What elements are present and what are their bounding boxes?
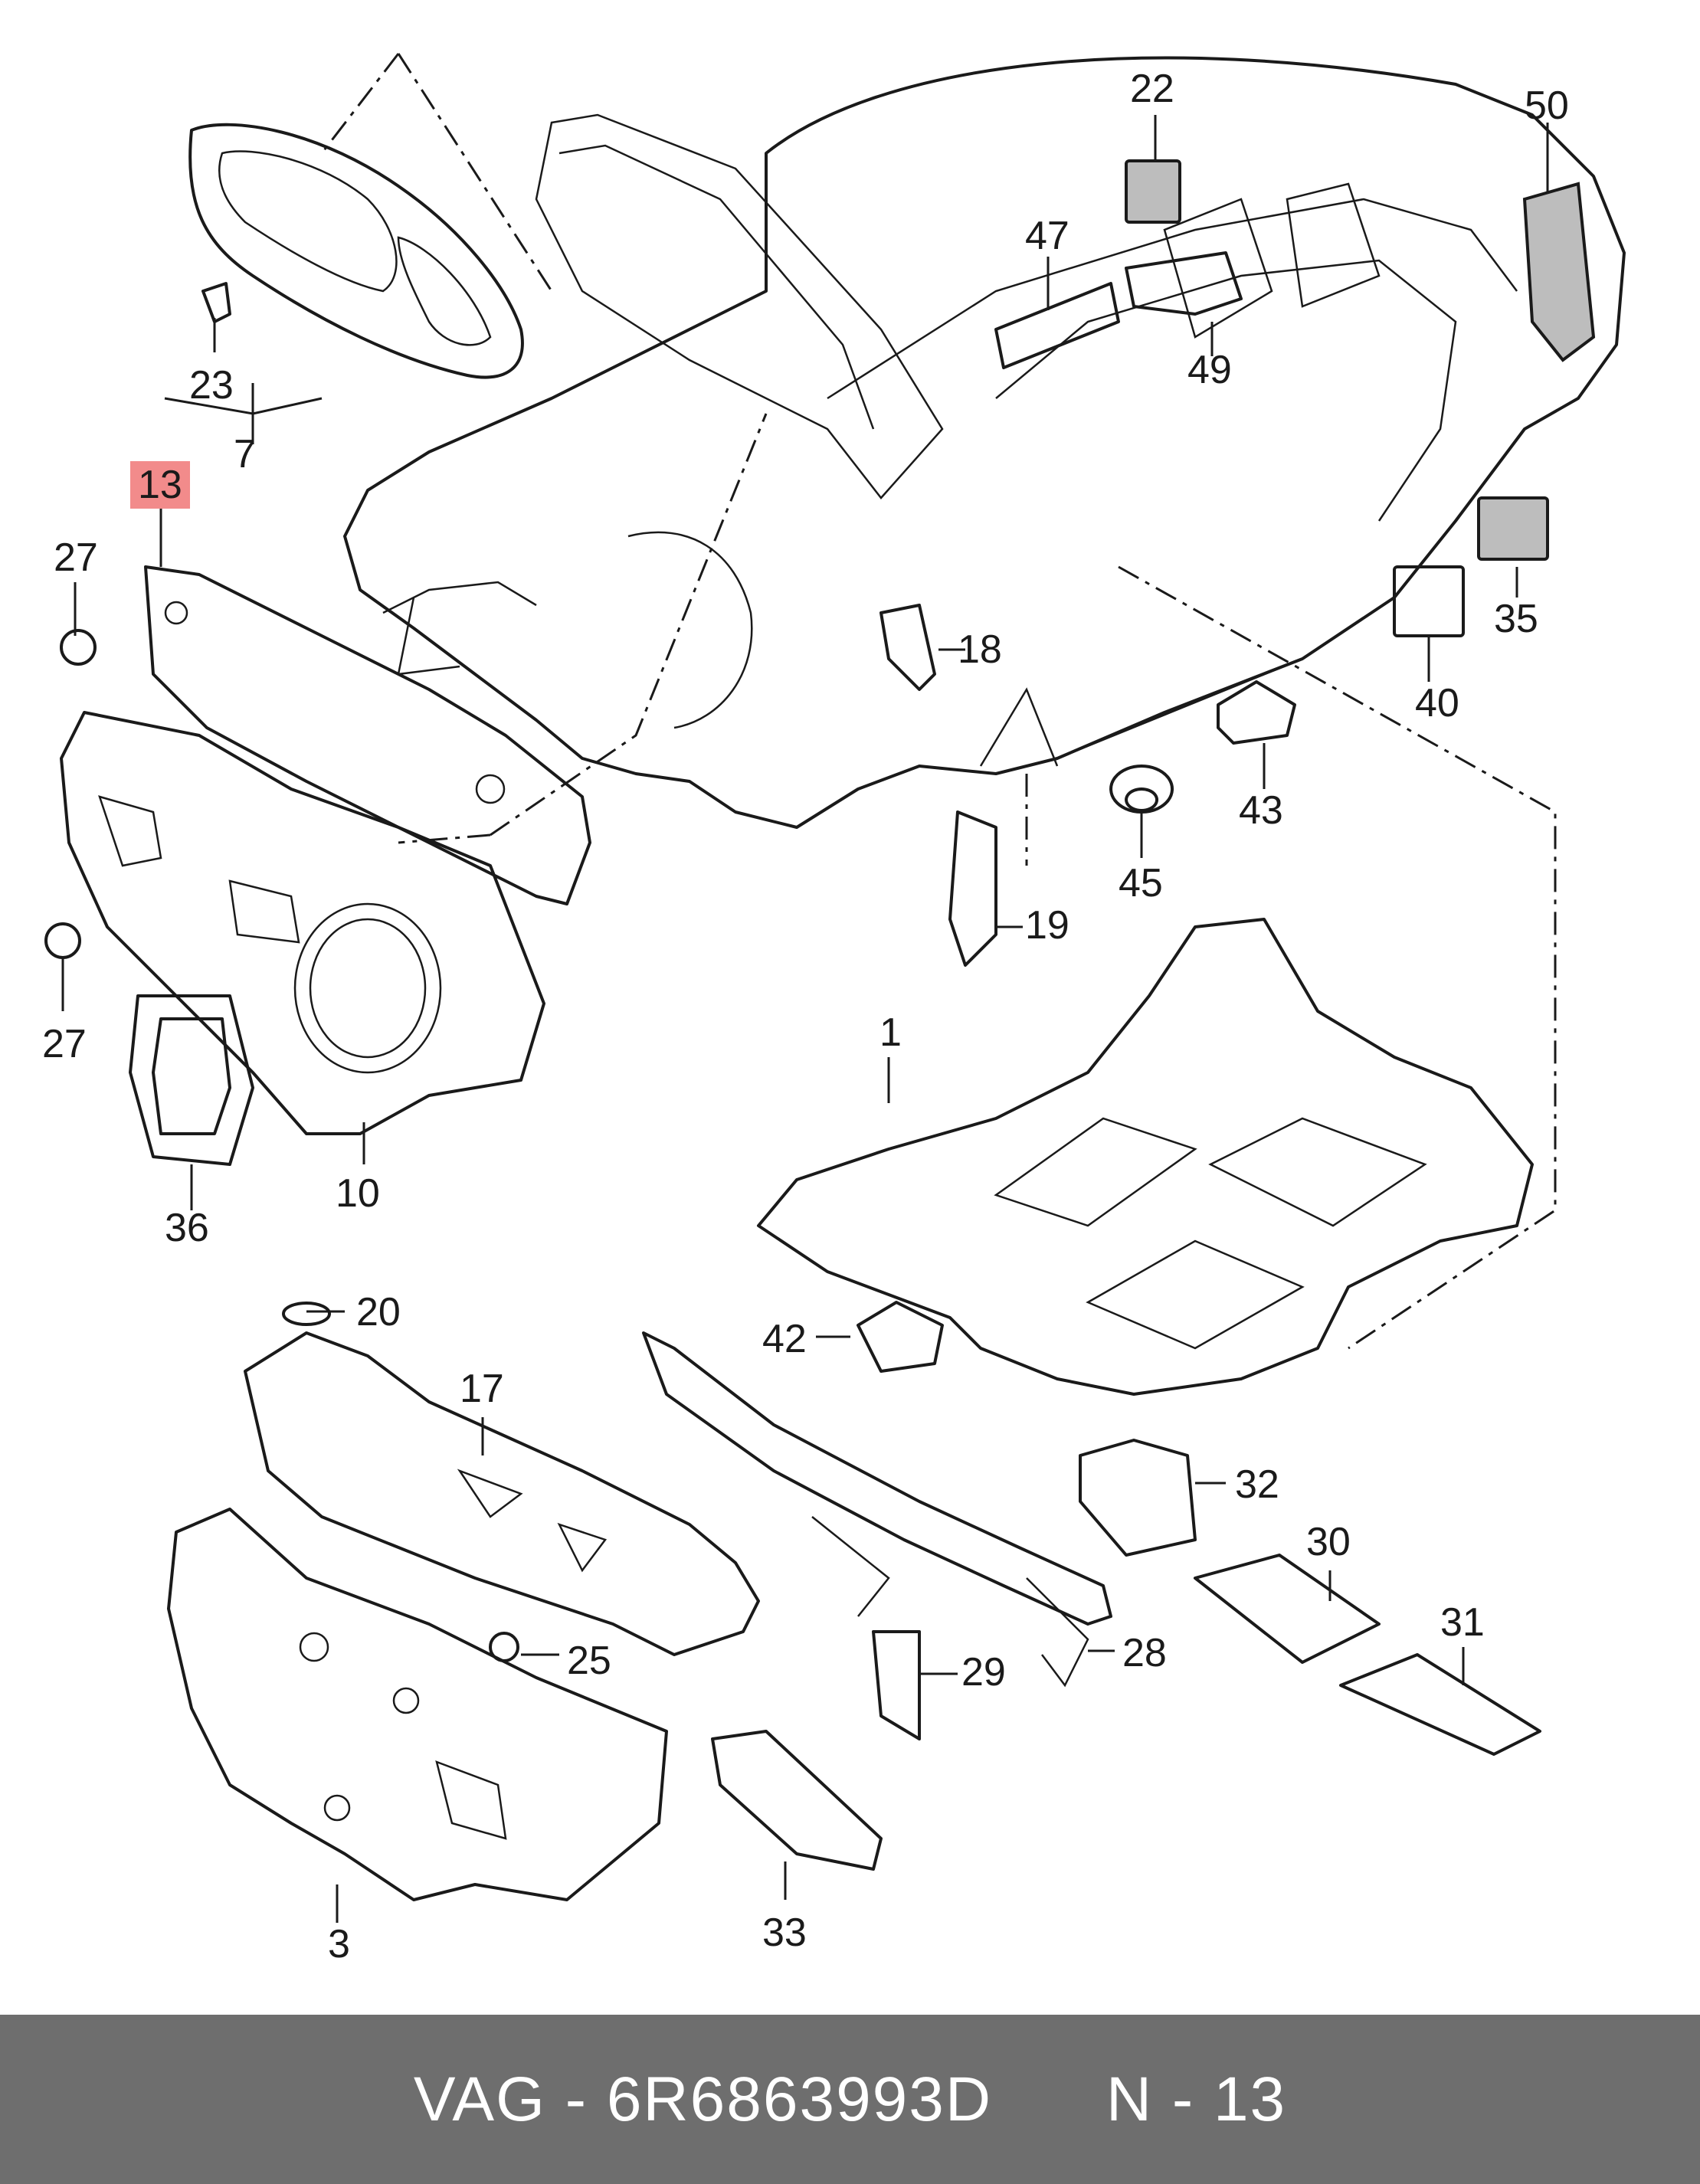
- car-body-outline: [343, 56, 1626, 829]
- label-17: 17: [460, 1367, 504, 1411]
- brand-label: VAG: [413, 2064, 546, 2134]
- position-separator: -: [1171, 2064, 1195, 2134]
- label-18: 18: [958, 627, 1002, 672]
- label-7: 7: [234, 432, 256, 476]
- seal-ring-45: [1109, 765, 1174, 814]
- label-30: 30: [1306, 1520, 1351, 1564]
- label-50: 50: [1525, 83, 1569, 128]
- label-28: 28: [1122, 1631, 1167, 1675]
- bulkhead-insulation: [60, 711, 545, 1135]
- insulation-32: [1079, 1439, 1197, 1557]
- plenum-insulation: [144, 565, 591, 905]
- label-27-lower: 27: [42, 1022, 87, 1066]
- foam-block-49: [1125, 251, 1243, 316]
- foam-block-40: [1393, 565, 1465, 637]
- part-labels: 1 3 7 10 13 17 18 19 20 22 23 25 27 27 2…: [42, 67, 1569, 1966]
- grommet-20: [282, 1302, 331, 1326]
- label-19: 19: [1025, 903, 1069, 948]
- label-22: 22: [1130, 67, 1174, 111]
- label-49: 49: [1187, 348, 1232, 392]
- panel-19: [948, 810, 997, 967]
- label-40: 40: [1415, 681, 1459, 725]
- seal-36: [129, 994, 254, 1166]
- parts-diagram: 1 3 7 10 13 17 18 19 20 22 23 25 27 27 2…: [42, 53, 1626, 1966]
- part-reference-footer: VAG - 6R6863993D N - 13: [0, 2015, 1700, 2184]
- dash-insulation: [167, 1508, 668, 1901]
- insulation-33: [711, 1730, 883, 1871]
- foam-block-47: [994, 282, 1120, 369]
- insulation-31: [1339, 1653, 1541, 1756]
- position-prefix: N: [1105, 2064, 1154, 2134]
- label-3: 3: [328, 1922, 350, 1966]
- part-number: 6R6863993D: [606, 2064, 993, 2134]
- hood-insulation: [188, 123, 524, 379]
- insulation-30: [1194, 1554, 1381, 1664]
- dash-dot-lines: [320, 53, 1557, 1350]
- label-36: 36: [165, 1206, 209, 1250]
- panel-18: [879, 604, 936, 691]
- label-29: 29: [961, 1650, 1006, 1694]
- lower-plenum-panel: [244, 1331, 760, 1656]
- label-32: 32: [1235, 1462, 1279, 1507]
- leader-lines: [61, 115, 1549, 1923]
- label-43: 43: [1239, 788, 1283, 833]
- label-42: 42: [762, 1317, 807, 1361]
- label-13: 13: [138, 463, 182, 507]
- insulation-29: [872, 1630, 921, 1740]
- clip-23: [201, 282, 231, 323]
- label-33: 33: [762, 1911, 807, 1955]
- label-20: 20: [356, 1290, 401, 1334]
- bracket-43: [1217, 680, 1296, 745]
- damper-42: [857, 1301, 944, 1373]
- highlight-box-13: [130, 461, 190, 509]
- footer-separator: -: [565, 2064, 588, 2134]
- clip-27-upper: [60, 629, 97, 666]
- foam-pad-22: [1125, 159, 1181, 224]
- label-23: 23: [189, 363, 234, 408]
- floor-insulation: [757, 918, 1534, 1396]
- label-47: 47: [1025, 214, 1069, 258]
- foam-strip-50: [1522, 182, 1596, 362]
- label-45: 45: [1119, 861, 1163, 905]
- foam-pad-35: [1477, 496, 1549, 561]
- label-1: 1: [879, 1010, 902, 1055]
- label-27-upper: 27: [54, 535, 98, 580]
- label-35: 35: [1494, 597, 1538, 641]
- position-number: 13: [1213, 2064, 1287, 2134]
- plug-25: [489, 1632, 519, 1662]
- cross-member: [642, 1331, 1112, 1688]
- clip-27-lower: [44, 922, 81, 959]
- label-25: 25: [567, 1639, 611, 1683]
- label-31: 31: [1440, 1600, 1485, 1645]
- label-10: 10: [336, 1171, 380, 1216]
